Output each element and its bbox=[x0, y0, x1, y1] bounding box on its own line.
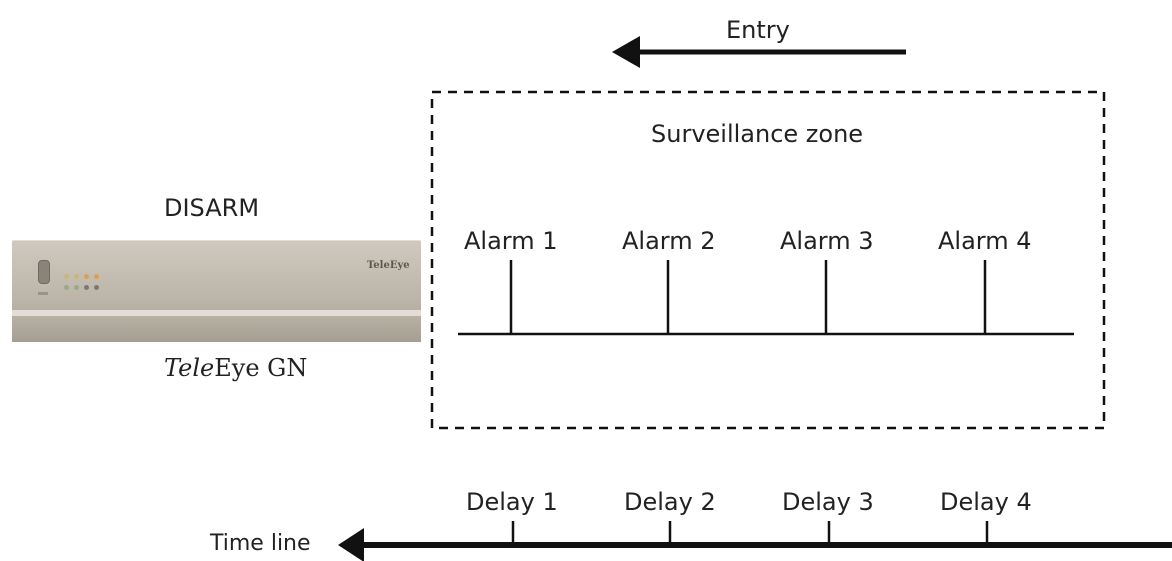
alarm-label-2: Alarm 2 bbox=[622, 227, 716, 255]
device-name-italic: Tele bbox=[164, 354, 215, 382]
led-icon bbox=[94, 285, 99, 290]
device-knob-marking bbox=[38, 292, 48, 295]
led-icon bbox=[74, 274, 79, 279]
device-status-label: DISARM bbox=[164, 194, 260, 222]
led-icon bbox=[74, 285, 79, 290]
entry-arrow bbox=[612, 36, 906, 68]
device-logo: TeleEye bbox=[367, 260, 410, 271]
timeline-arrow bbox=[338, 521, 1172, 561]
zone-line bbox=[458, 260, 1074, 336]
delay-label-1: Delay 1 bbox=[466, 488, 558, 516]
led-icon bbox=[94, 274, 99, 279]
surveillance-zone-box bbox=[430, 90, 1106, 430]
alarm-label-3: Alarm 3 bbox=[780, 227, 874, 255]
device-name-rest: Eye GN bbox=[214, 354, 308, 382]
led-icon bbox=[64, 285, 69, 290]
led-icon bbox=[84, 285, 89, 290]
delay-label-4: Delay 4 bbox=[940, 488, 1032, 516]
alarm-label-4: Alarm 4 bbox=[938, 227, 1032, 255]
alarm-label-1: Alarm 1 bbox=[464, 227, 558, 255]
delay-label-2: Delay 2 bbox=[624, 488, 716, 516]
device-knob-icon bbox=[38, 260, 50, 284]
led-icon bbox=[84, 274, 89, 279]
surveillance-zone-title: Surveillance zone bbox=[651, 120, 864, 148]
led-icon bbox=[64, 274, 69, 279]
device-front-band bbox=[12, 310, 421, 316]
device-name: TeleEye GN bbox=[164, 356, 307, 380]
entry-label: Entry bbox=[726, 16, 790, 44]
delay-label-3: Delay 3 bbox=[782, 488, 874, 516]
device-bottom-panel bbox=[12, 316, 421, 342]
timeline-label: Time line bbox=[210, 531, 311, 556]
teleeye-device-image: TeleEye bbox=[12, 240, 421, 342]
